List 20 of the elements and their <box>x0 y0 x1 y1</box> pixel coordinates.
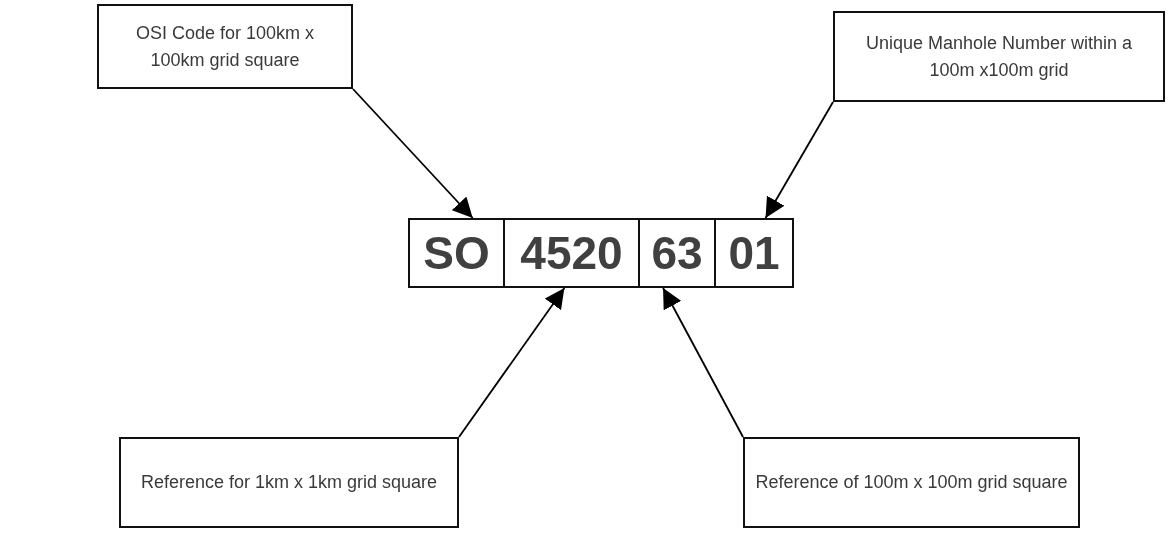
arrow <box>352 88 474 219</box>
label-text: SO <box>423 230 490 276</box>
label-text: 01 <box>728 230 780 276</box>
callout-box <box>743 437 1080 528</box>
callout-box <box>97 4 353 89</box>
callout-box <box>833 11 1165 102</box>
label-text: 63 <box>651 230 703 276</box>
label-text: Reference for 1km x 1km grid square <box>140 471 438 494</box>
code-segment-box <box>638 218 716 288</box>
label-text: Unique Manhole Number within a 100m x100m grid <box>864 31 1134 82</box>
arrow <box>458 287 566 438</box>
code-segment-box <box>408 218 505 288</box>
code-segment-box <box>714 218 794 288</box>
label-text: 4520 <box>520 230 623 276</box>
arrow <box>764 101 834 219</box>
label-text: Reference of 100m x 100m grid square <box>755 471 1068 494</box>
label-text: OSI Code for 100km x 100km grid square <box>134 21 316 72</box>
code-segment-box <box>503 218 640 288</box>
arrow <box>662 287 744 438</box>
callout-box <box>119 437 459 528</box>
